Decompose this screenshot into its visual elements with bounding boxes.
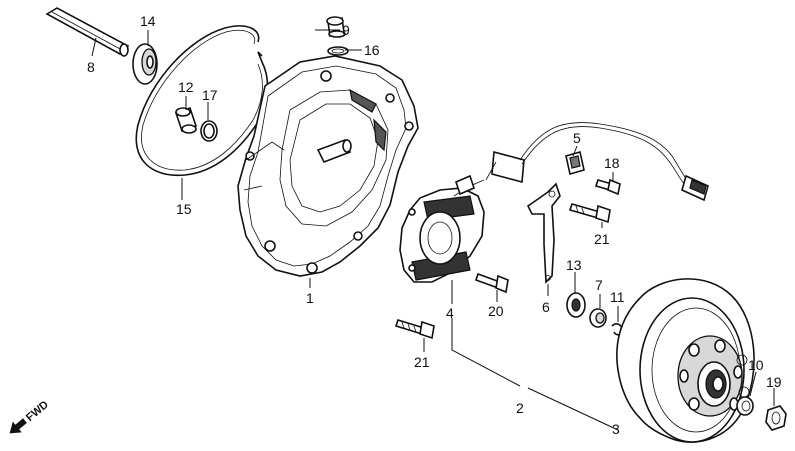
part-19-nut [765,405,787,431]
wiring-harness [485,122,709,202]
label-part-4: 4 [446,305,454,321]
label-part-10: 10 [748,357,764,373]
label-part-17: 17 [202,87,218,103]
part-16-oring [327,46,349,56]
part-8-rod [45,7,130,57]
part-21-bolt-upper [568,203,611,224]
part-18-bolt [594,178,621,196]
part-1-cover [237,55,419,277]
part-14-seal [132,43,158,85]
label-part-16: 16 [364,42,380,58]
part-3-flywheel [616,278,755,443]
label-part-18: 18 [604,155,620,171]
part-9-plug [326,16,346,38]
label-part-2: 2 [516,400,524,416]
fwd-arrow-icon [9,418,27,434]
label-part-13: 13 [566,257,582,273]
label-part-20: 20 [488,303,504,319]
leader-lines [91,29,775,431]
label-part-19: 19 [766,374,782,390]
label-part-9: 9 [342,22,350,38]
label-part-5: 5 [573,130,581,146]
part-17-oring [200,120,218,142]
label-part-7: 7 [595,277,603,293]
part-13-collar [566,292,586,318]
part-labels: 9 16 14 8 12 17 15 1 5 18 21 6 13 7 11 4… [87,13,782,437]
label-part-1: 1 [306,290,314,306]
label-part-15: 15 [176,201,192,217]
part-7-bushing [589,308,607,328]
label-part-12: 12 [178,79,194,95]
label-part-21-upper: 21 [594,231,610,247]
fwd-indicator: FWD [9,399,51,434]
part-10-washer [736,396,754,416]
part-6-stay [526,182,561,284]
label-part-14: 14 [140,13,156,29]
label-part-3: 3 [612,421,620,437]
label-part-21-lower: 21 [414,354,430,370]
part-12-dowel [174,106,198,134]
label-part-11: 11 [610,289,625,305]
part-21-bolt-lower [394,319,435,340]
part-5-clamp [565,150,585,176]
part-4-stator [399,174,485,283]
part-20-bolt [474,272,509,294]
fwd-label: FWD [24,399,51,424]
label-part-8: 8 [87,59,95,75]
label-part-6: 6 [542,299,550,315]
